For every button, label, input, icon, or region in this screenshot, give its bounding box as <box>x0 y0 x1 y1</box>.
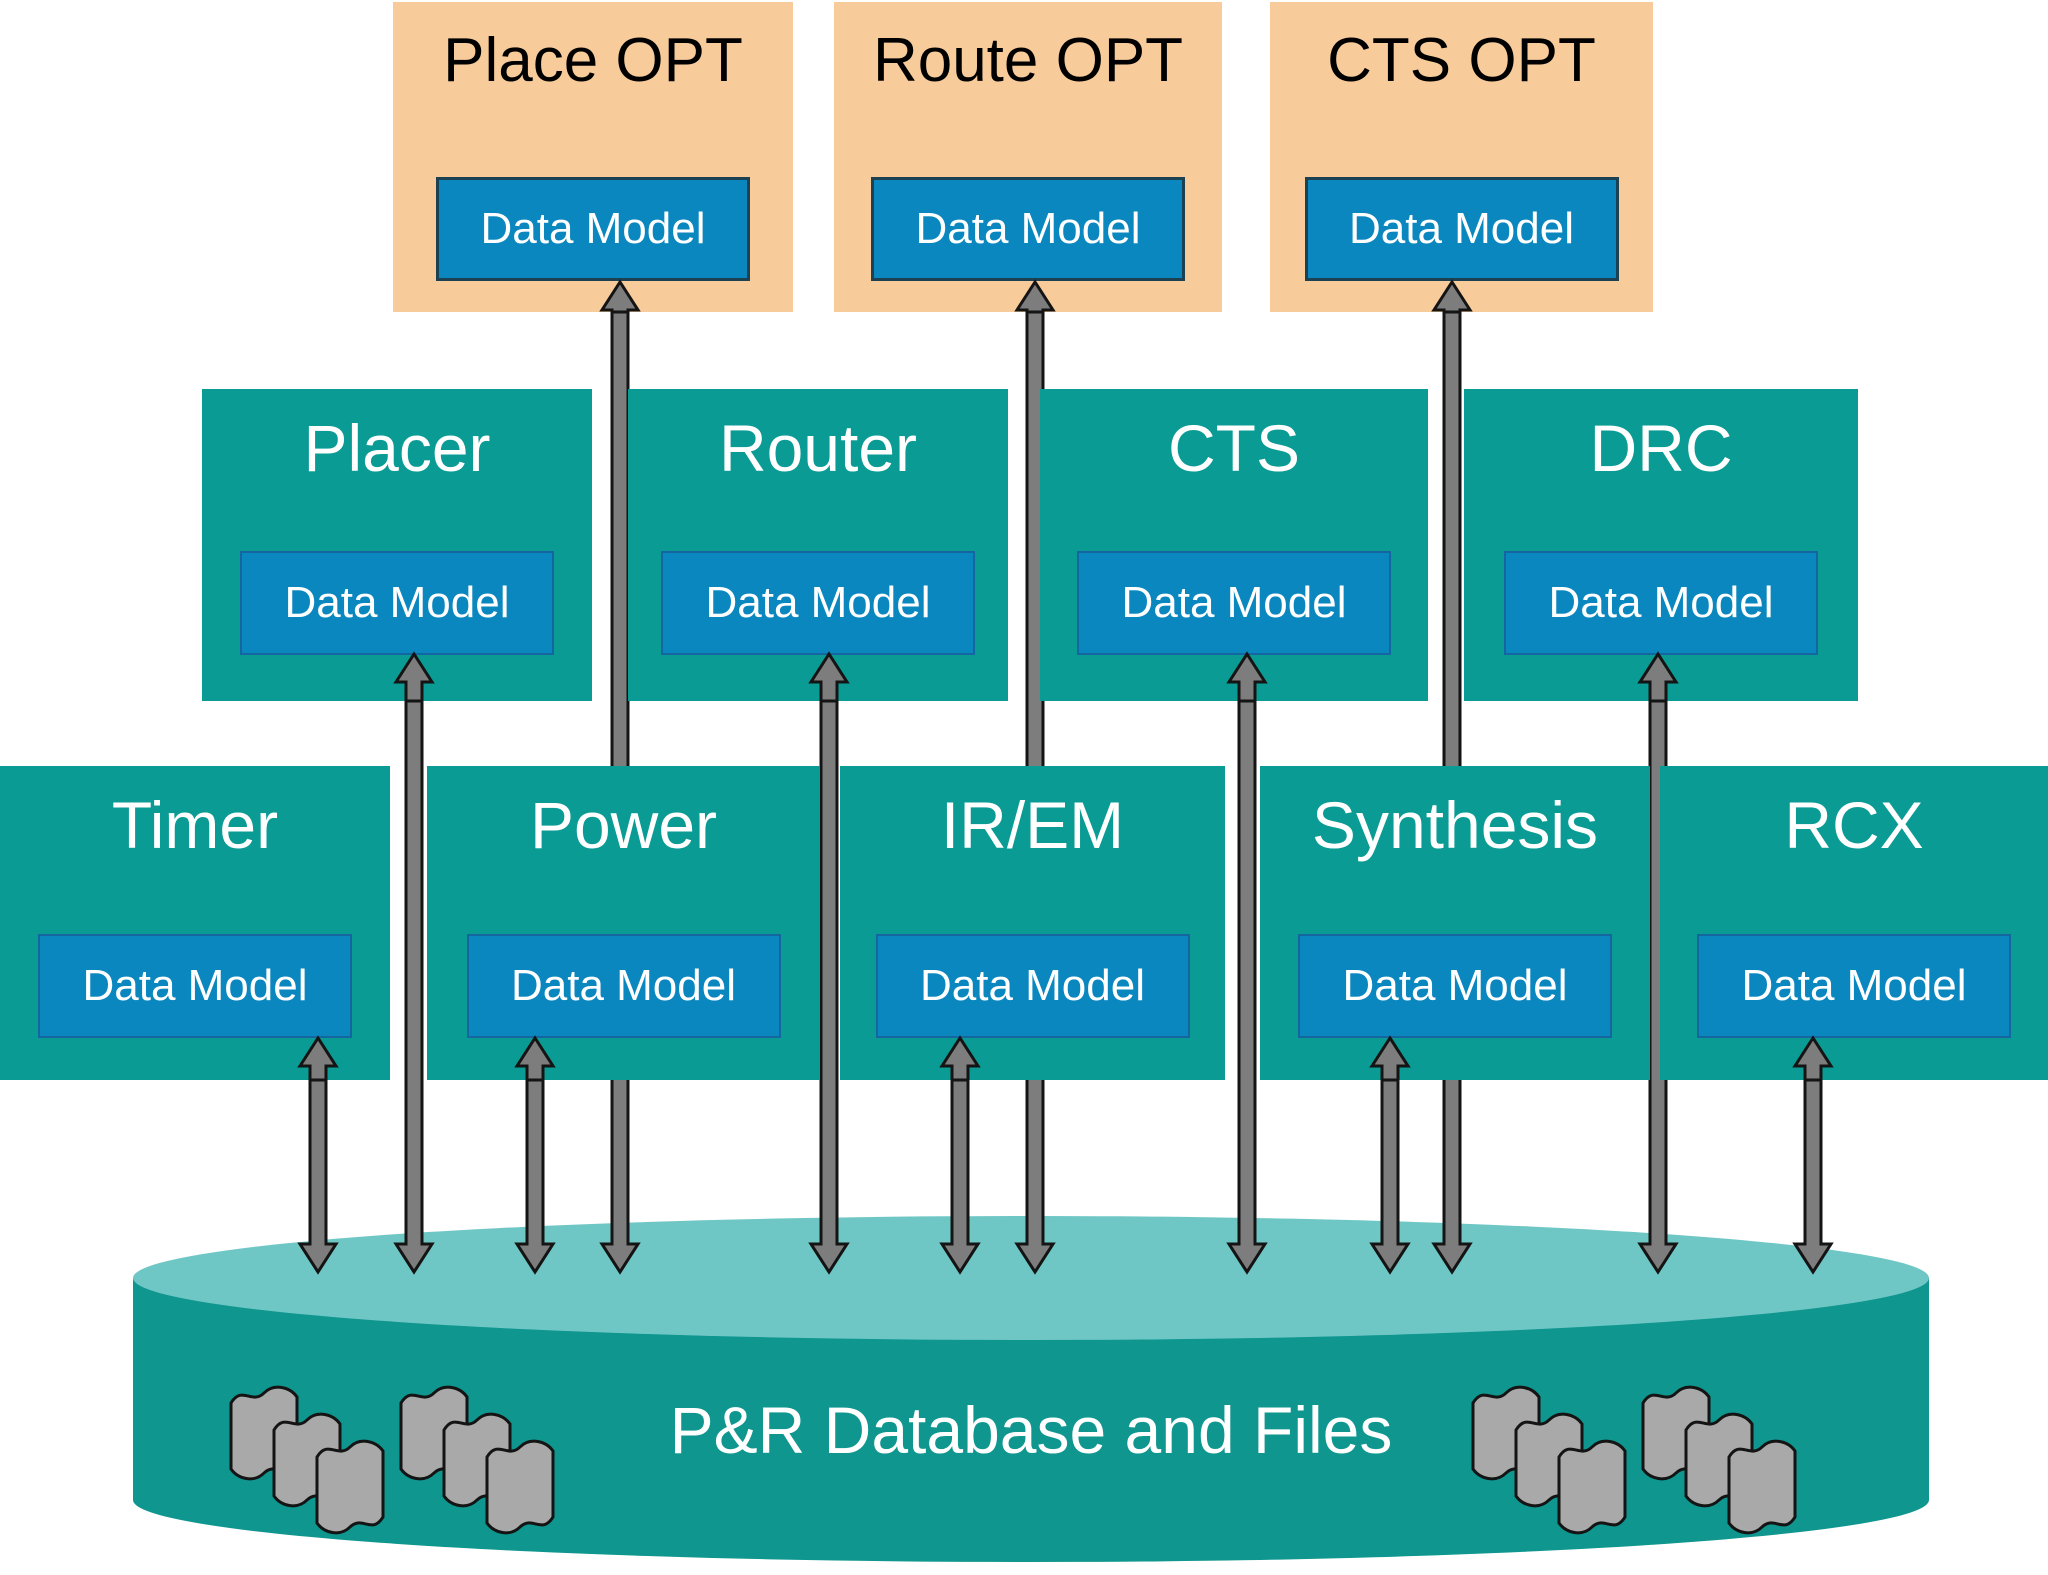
data-model-label: Data Model <box>1342 961 1568 1010</box>
data-model-chip: Data Model <box>1077 551 1391 655</box>
box-title: Route OPT <box>872 26 1184 95</box>
data-model-chip: Data Model <box>661 551 975 655</box>
data-model-label: Data Model <box>1548 578 1774 627</box>
data-model-chip: Data Model <box>240 551 554 655</box>
box-timer: Timer Data Model <box>0 766 390 1080</box>
box-cts-opt: CTS OPT Data Model <box>1270 2 1653 312</box>
data-model-label: Data Model <box>284 578 510 627</box>
box-title: DRC <box>1589 411 1733 485</box>
box-title: Power <box>529 788 718 862</box>
data-model-label: Data Model <box>1121 578 1347 627</box>
box-ir-em: IR/EM Data Model <box>840 766 1225 1080</box>
data-model-label: Data Model <box>82 961 308 1010</box>
database-cylinder-top <box>133 1216 1929 1340</box>
box-title: IR/EM <box>940 788 1125 862</box>
data-model-chip: Data Model <box>1504 551 1818 655</box>
data-model-label: Data Model <box>510 961 736 1010</box>
box-title: CTS <box>1168 411 1300 485</box>
data-model-label: Data Model <box>480 204 706 253</box>
database-label: P&R Database and Files <box>669 1393 1393 1467</box>
box-cts: CTS Data Model <box>1040 389 1428 701</box>
data-model-chip: Data Model <box>466 934 781 1038</box>
data-model-chip: Data Model <box>1697 934 2011 1038</box>
data-model-label: Data Model <box>1741 961 1967 1010</box>
box-power: Power Data Model <box>427 766 820 1080</box>
box-synthesis: Synthesis Data Model <box>1260 766 1650 1080</box>
data-model-chip: Data Model <box>436 177 750 281</box>
data-model-chip: Data Model <box>871 177 1185 281</box>
box-title: RCX <box>1784 788 1924 862</box>
box-placer: Placer Data Model <box>202 389 592 701</box>
box-title: Router <box>718 411 918 485</box>
data-model-label: Data Model <box>915 204 1141 253</box>
box-drc: DRC Data Model <box>1464 389 1858 701</box>
data-model-label: Data Model <box>919 961 1145 1010</box>
box-title: CTS OPT <box>1327 26 1596 95</box>
box-rcx: RCX Data Model <box>1660 766 2048 1080</box>
data-model-chip: Data Model <box>38 934 352 1038</box>
box-title: Synthesis <box>1311 788 1599 862</box>
box-router: Router Data Model <box>628 389 1008 701</box>
box-title: Placer <box>303 411 491 485</box>
box-title: Timer <box>111 788 279 862</box>
box-place-opt: Place OPT Data Model <box>393 2 793 312</box>
data-model-chip: Data Model <box>875 934 1190 1038</box>
box-route-opt: Route OPT Data Model <box>834 2 1222 312</box>
data-model-chip: Data Model <box>1298 934 1612 1038</box>
data-model-chip: Data Model <box>1304 177 1619 281</box>
data-model-label: Data Model <box>1348 204 1574 253</box>
data-model-label: Data Model <box>705 578 931 627</box>
box-title: Place OPT <box>443 26 743 95</box>
